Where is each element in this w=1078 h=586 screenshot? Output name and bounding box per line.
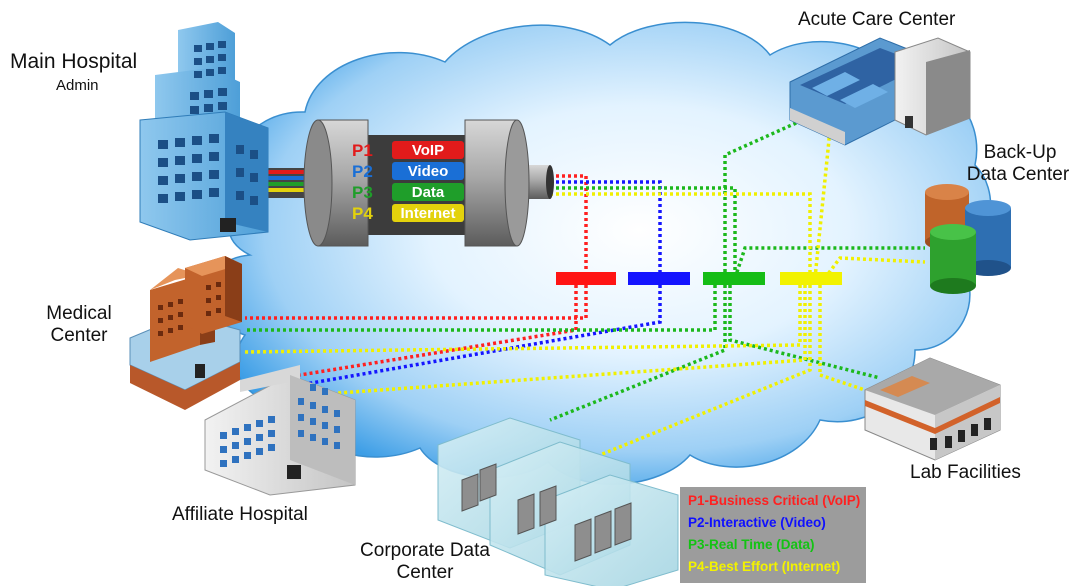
corporate-data-center-label-line1: Corporate Data (360, 540, 490, 561)
p3-switch (703, 272, 765, 285)
medical-center-label-line2: Center (50, 325, 108, 346)
pipe-stripe-p2 (392, 162, 464, 180)
legend-item-p4: P4-Best Effort (Internet) (688, 559, 841, 574)
main-hospital-admin-label: Admin (56, 77, 99, 94)
pipe-label-p4: Internet (400, 205, 455, 222)
affiliate-hospital-building (204, 365, 356, 496)
pipe-stripe-p4 (392, 204, 464, 222)
p4-switch (780, 272, 842, 285)
legend-item-p2: P2-Interactive (Video) (688, 515, 826, 530)
pipe-stripe-p3 (392, 183, 464, 201)
legend-item-p1: P1-Business Critical (VoIP) (688, 493, 861, 508)
pipe-stripe-p1 (392, 141, 464, 159)
connection-lines (244, 108, 926, 457)
p2-switch (628, 272, 690, 285)
corporate-data-center (437, 417, 679, 586)
main-hospital-building (139, 22, 269, 241)
lab-facilities-label: Lab Facilities (910, 462, 1021, 483)
pipe-label-p1: VoIP (412, 142, 444, 159)
pipe-code-p2: P2 (352, 162, 373, 181)
affiliate-hospital-label: Affiliate Hospital (172, 504, 308, 525)
lab-facilities-building (864, 357, 1001, 461)
backup-data-center-label-line2: Data Center (966, 164, 1070, 185)
main-hospital-label: Main Hospital (10, 50, 138, 73)
priority-legend: P1-Business Critical (VoIP) P2-Interacti… (680, 487, 866, 583)
pipe-code-p1: P1 (352, 141, 373, 160)
p3-data-lines (245, 108, 925, 422)
backup-data-center (925, 184, 1011, 294)
p2-video-lines (299, 180, 662, 387)
corporate-data-center-label-line2: Center (396, 562, 454, 583)
medical-center-building (129, 256, 242, 410)
switch-bars (556, 272, 842, 285)
pipe-code-p4: P4 (352, 204, 373, 223)
backup-data-center-label-line1: Back-Up (983, 142, 1057, 163)
acute-care-label: Acute Care Center (798, 9, 956, 30)
p1-voip-lines (245, 174, 588, 377)
medical-center-label-line1: Medical (46, 303, 112, 324)
pipe-label-p2: Video (408, 163, 449, 180)
pipe-label-p3: Data (412, 184, 445, 201)
p4-internet-lines (244, 129, 926, 457)
p1-switch (556, 272, 616, 285)
acute-care-building (789, 37, 971, 146)
pipe-code-p3: P3 (352, 183, 373, 202)
legend-item-p3: P3-Real Time (Data) (688, 537, 815, 552)
